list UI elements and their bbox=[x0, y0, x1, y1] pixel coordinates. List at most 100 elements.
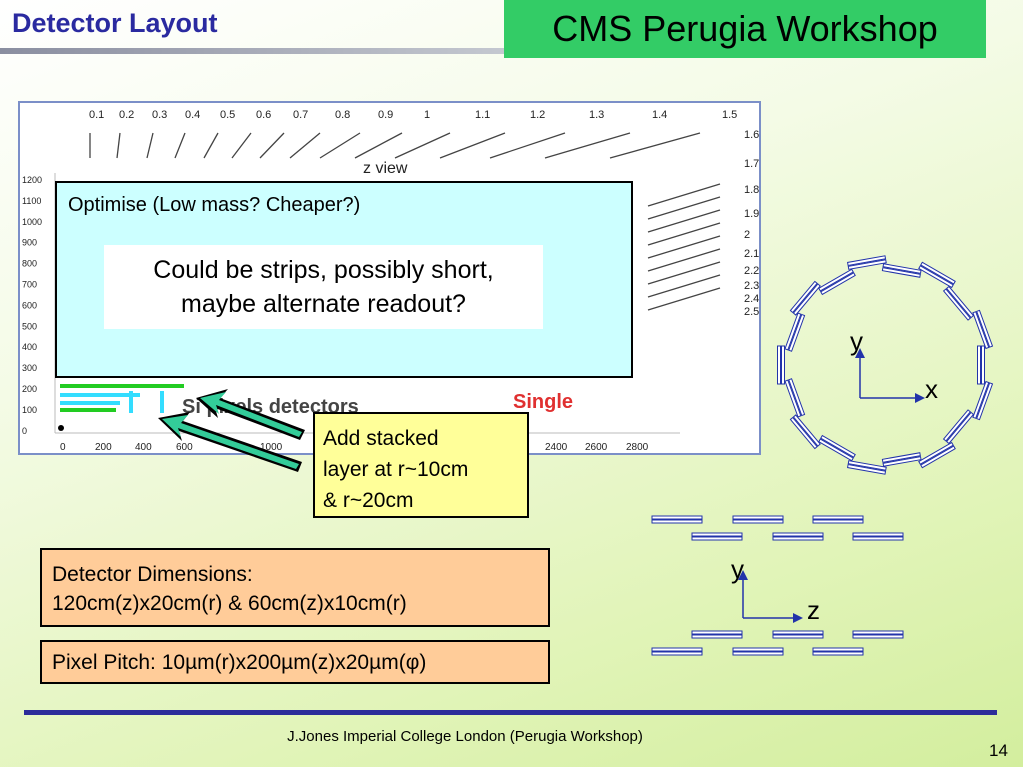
r-tick-label: 500 bbox=[22, 321, 37, 331]
planar-stave bbox=[812, 515, 864, 524]
z-tick-label: 2400 bbox=[545, 442, 568, 453]
eta-right-label: 2.1 bbox=[744, 248, 759, 260]
eta-right-label: 2.2 bbox=[744, 265, 759, 277]
eta-line bbox=[544, 132, 631, 159]
eta-right-label: 2 bbox=[744, 229, 750, 241]
planar-stave bbox=[651, 515, 703, 524]
stacked-note-line3: & r~20cm bbox=[323, 489, 414, 512]
eta-label: 0.2 bbox=[119, 109, 134, 121]
z-tick-label: 0 bbox=[60, 442, 66, 453]
planar-stave-diagram bbox=[651, 515, 904, 656]
planar-stave bbox=[812, 647, 864, 656]
eta-label: 1.4 bbox=[652, 109, 667, 121]
eta-line bbox=[647, 196, 721, 220]
ring-stave bbox=[918, 261, 956, 289]
eta-label: 0.5 bbox=[220, 109, 235, 121]
strips-note: Could be strips, possibly short, maybe a… bbox=[104, 245, 543, 329]
eta-line bbox=[319, 132, 361, 159]
planar-axis-y-label: y bbox=[731, 554, 744, 584]
eta-label: 1.3 bbox=[589, 109, 604, 121]
planar-stave bbox=[732, 647, 784, 656]
z-tick-label: 1000 bbox=[260, 442, 283, 453]
r-tick-label: 200 bbox=[22, 384, 37, 394]
planar-stave bbox=[852, 532, 904, 541]
eta-lines bbox=[89, 132, 721, 311]
planar-stave bbox=[772, 532, 824, 541]
ring-stave bbox=[942, 409, 975, 445]
r-tick-label: 600 bbox=[22, 300, 37, 310]
pixel-layer-cyan bbox=[60, 393, 140, 397]
eta-line bbox=[489, 132, 566, 159]
eta-label: 0.7 bbox=[293, 109, 308, 121]
eta-label: 0.9 bbox=[378, 109, 393, 121]
r-tick-label: 0 bbox=[22, 426, 27, 436]
r-tick-label: 300 bbox=[22, 363, 37, 373]
eta-label: 1 bbox=[424, 109, 430, 121]
ring-stave bbox=[784, 378, 806, 418]
slide-title: Detector Layout bbox=[12, 8, 218, 38]
eta-right-label: 1.6 bbox=[744, 129, 759, 141]
stacked-note-line2: layer at r~10cm bbox=[323, 458, 469, 481]
eta-label: 1.5 bbox=[722, 109, 737, 121]
ring-stave bbox=[881, 452, 922, 467]
title-underline bbox=[0, 48, 505, 54]
strips-note-line1: Could be strips, possibly short, bbox=[153, 256, 494, 284]
pixel-disk-2 bbox=[160, 391, 164, 413]
planar-stave bbox=[732, 515, 784, 524]
barrel-ring-diagram bbox=[777, 255, 994, 475]
eta-line bbox=[354, 132, 403, 159]
strips-note-line2: maybe alternate readout? bbox=[181, 290, 466, 318]
eta-label: 1.1 bbox=[475, 109, 490, 121]
eta-line bbox=[647, 287, 721, 311]
eta-line bbox=[647, 183, 721, 207]
eta-line bbox=[289, 132, 321, 159]
z-tick-label: 400 bbox=[135, 442, 152, 453]
eta-line bbox=[259, 132, 285, 159]
r-tick-label: 1000 bbox=[22, 217, 42, 227]
eta-right-label: 1.7 bbox=[744, 158, 759, 170]
eta-line bbox=[174, 132, 186, 159]
r-tick-label: 900 bbox=[22, 238, 37, 248]
eta-right-label: 1.8 bbox=[744, 184, 759, 196]
pixel-pitch-box: Pixel Pitch: 10µm(r)x200µm(z)x20µm(φ) bbox=[40, 640, 550, 684]
eta-line bbox=[647, 222, 721, 246]
view-label: z view bbox=[363, 160, 408, 177]
r-tick-label: 800 bbox=[22, 259, 37, 269]
footer-line bbox=[24, 710, 997, 715]
z-tick-label: 2800 bbox=[626, 442, 649, 453]
ring-axes: y x bbox=[850, 326, 938, 404]
ring-stave bbox=[972, 309, 994, 350]
eta-label: 0.6 bbox=[256, 109, 271, 121]
workshop-banner: CMS Perugia Workshop bbox=[504, 0, 986, 58]
single-label: Single bbox=[513, 391, 573, 413]
ring-axis-y-label: y bbox=[850, 326, 863, 356]
ring-stave bbox=[918, 441, 956, 469]
eta-right-labels: 1.61.71.81.922.12.22.32.42.5 bbox=[744, 129, 759, 318]
eta-line bbox=[116, 132, 121, 159]
pointer-arrow-lower bbox=[158, 412, 302, 472]
optimise-label: Optimise (Low mass? Cheaper?) bbox=[68, 194, 361, 216]
ring-stave bbox=[977, 345, 985, 385]
planar-stave bbox=[651, 647, 703, 656]
eta-line bbox=[231, 132, 252, 159]
eta-line bbox=[647, 235, 721, 259]
pixel-layer-green-outer bbox=[60, 384, 184, 388]
eta-label: 1.2 bbox=[530, 109, 545, 121]
eta-right-label: 2.5 bbox=[744, 306, 759, 318]
r-tick-label: 1200 bbox=[22, 175, 42, 185]
eta-label: 0.4 bbox=[185, 109, 200, 121]
pixel-disk-1 bbox=[129, 391, 133, 413]
origin-dot bbox=[58, 425, 64, 431]
eta-line bbox=[647, 261, 721, 285]
planar-axis-z-label: z bbox=[807, 595, 820, 625]
pixel-layer-green-inner bbox=[60, 408, 116, 412]
r-tick-label: 700 bbox=[22, 280, 37, 290]
optimise-box: Optimise (Low mass? Cheaper?) Could be s… bbox=[55, 181, 633, 378]
ring-stave bbox=[789, 414, 821, 450]
z-tick-label: 200 bbox=[95, 442, 112, 453]
planar-stave bbox=[772, 630, 824, 639]
